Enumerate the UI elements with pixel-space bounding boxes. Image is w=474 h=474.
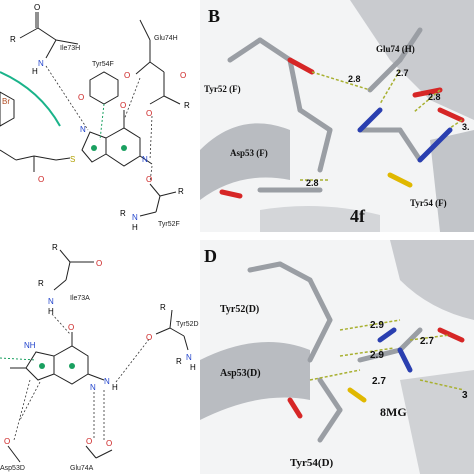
panel-letter: D [204,246,217,266]
residue-label: Ile73H [60,45,80,52]
atom-o: O [34,3,40,12]
protein-ribbon [260,206,380,232]
residue-label: Tyr54 (F) [410,198,447,208]
distance-label: 2.8 [428,92,441,102]
atom-h: H [32,67,38,76]
atom-n: N [104,377,110,386]
panel-a-interaction-diagram: O R N H Ile73H Br O S N N O Tyr54F O [0,0,200,232]
atom-r: R [120,209,126,218]
distance-label: 2.7 [372,376,386,387]
atom-n: N [38,59,44,68]
panel-letter: B [208,6,220,26]
atom-o: O [106,439,112,448]
atom-o: O [68,323,74,332]
panel-c-drawing: R O R N H Ile73A NH O N N H [0,243,199,472]
aryl-ring [0,91,15,127]
residue-label: Tyr52D [176,321,199,328]
residue-label: Tyr52 (F) [204,84,241,94]
atom-o: O [180,71,186,80]
panel-b-structure-render: B Tyr52 (F) Glu74 (H) Asp53 (F) Tyr54 (F… [200,0,474,232]
atom-o: O [96,259,102,268]
residue-label: Tyr54F [92,61,114,68]
residue-label: Asp53 (F) [230,148,268,158]
atom-r: R [10,35,16,44]
protein-helix [200,342,310,420]
distance-label: 3 [462,390,468,401]
residue-label: Asp53D [0,465,25,472]
atom-n: N [80,125,86,134]
protein-ribbon [350,0,474,120]
distance-label: 2.7 [396,68,409,78]
residue-label: Glu74A [70,465,94,472]
atom-o: O [124,71,130,80]
ligand-label: 8MG [380,405,407,419]
residue-label: Glu74H [154,35,178,42]
atom-r: R [38,279,44,288]
atom-r: R [178,187,184,196]
atom-n: N [142,155,148,164]
pi-centroid [39,363,45,369]
ligand-label: 4f [350,206,366,226]
atom-h: H [190,363,196,372]
panel-separator [0,232,474,240]
atom-o: O [86,437,92,446]
atom-h: H [132,223,138,232]
pi-centroid [91,145,97,151]
distance-label: 2.7 [420,336,434,347]
protein-ribbon [390,240,474,320]
protein-ribbon [400,370,474,474]
residue-label: Tyr52(D) [220,304,259,315]
atom-br: Br [2,97,10,106]
atom-n: N [132,213,138,222]
atom-h: H [48,307,54,316]
tyr-ring [89,71,119,105]
atom-h: H [112,383,118,392]
atom-n: N [186,353,192,362]
atom-r: R [52,243,58,252]
distance-label: 3. [462,122,470,132]
atom-o: O [78,93,84,102]
residue-label: Tyr54(D) [290,457,334,469]
atom-n: N [48,297,54,306]
atom-o: O [146,175,152,184]
panel-c-interaction-diagram: R O R N H Ile73A NH O N N H [0,240,200,474]
panel-a-drawing: O R N H Ile73H Br O S N N O Tyr54F O [0,3,190,232]
atom-r: R [176,357,182,366]
pi-centroid [121,145,127,151]
residue-label: Ile73A [70,295,90,302]
residue-label: Tyr52F [158,221,180,228]
atom-s: S [70,155,75,164]
protein-ribbon [430,130,474,232]
residue-label: Glu74 (H) [376,44,415,54]
protein-helix [200,123,290,200]
atom-o: O [120,101,126,110]
distance-label: 2.8 [348,74,361,84]
pi-centroid [69,363,75,369]
distance-label: 2.8 [306,178,319,188]
panel-d-structure-render: D Tyr52(D) Asp53(D) Tyr54(D) 8MG 2.9 2.9… [200,240,474,474]
atom-o: O [146,109,152,118]
hydrophobic-arc [0,71,61,127]
atom-o: O [38,175,44,184]
atom-o: O [146,333,152,342]
atom-r: R [160,303,166,312]
panel-d-drawing: D Tyr52(D) Asp53(D) Tyr54(D) 8MG 2.9 2.9… [200,240,474,474]
distance-label: 2.9 [370,320,384,331]
atom-r: R [184,101,190,110]
distance-label: 2.9 [370,350,384,361]
panel-b-drawing: B Tyr52 (F) Glu74 (H) Asp53 (F) Tyr54 (F… [200,0,474,232]
atom-o: O [4,437,10,446]
residue-label: Asp53(D) [220,368,261,379]
atom-n: N [90,383,96,392]
atom-nh: NH [24,341,36,350]
